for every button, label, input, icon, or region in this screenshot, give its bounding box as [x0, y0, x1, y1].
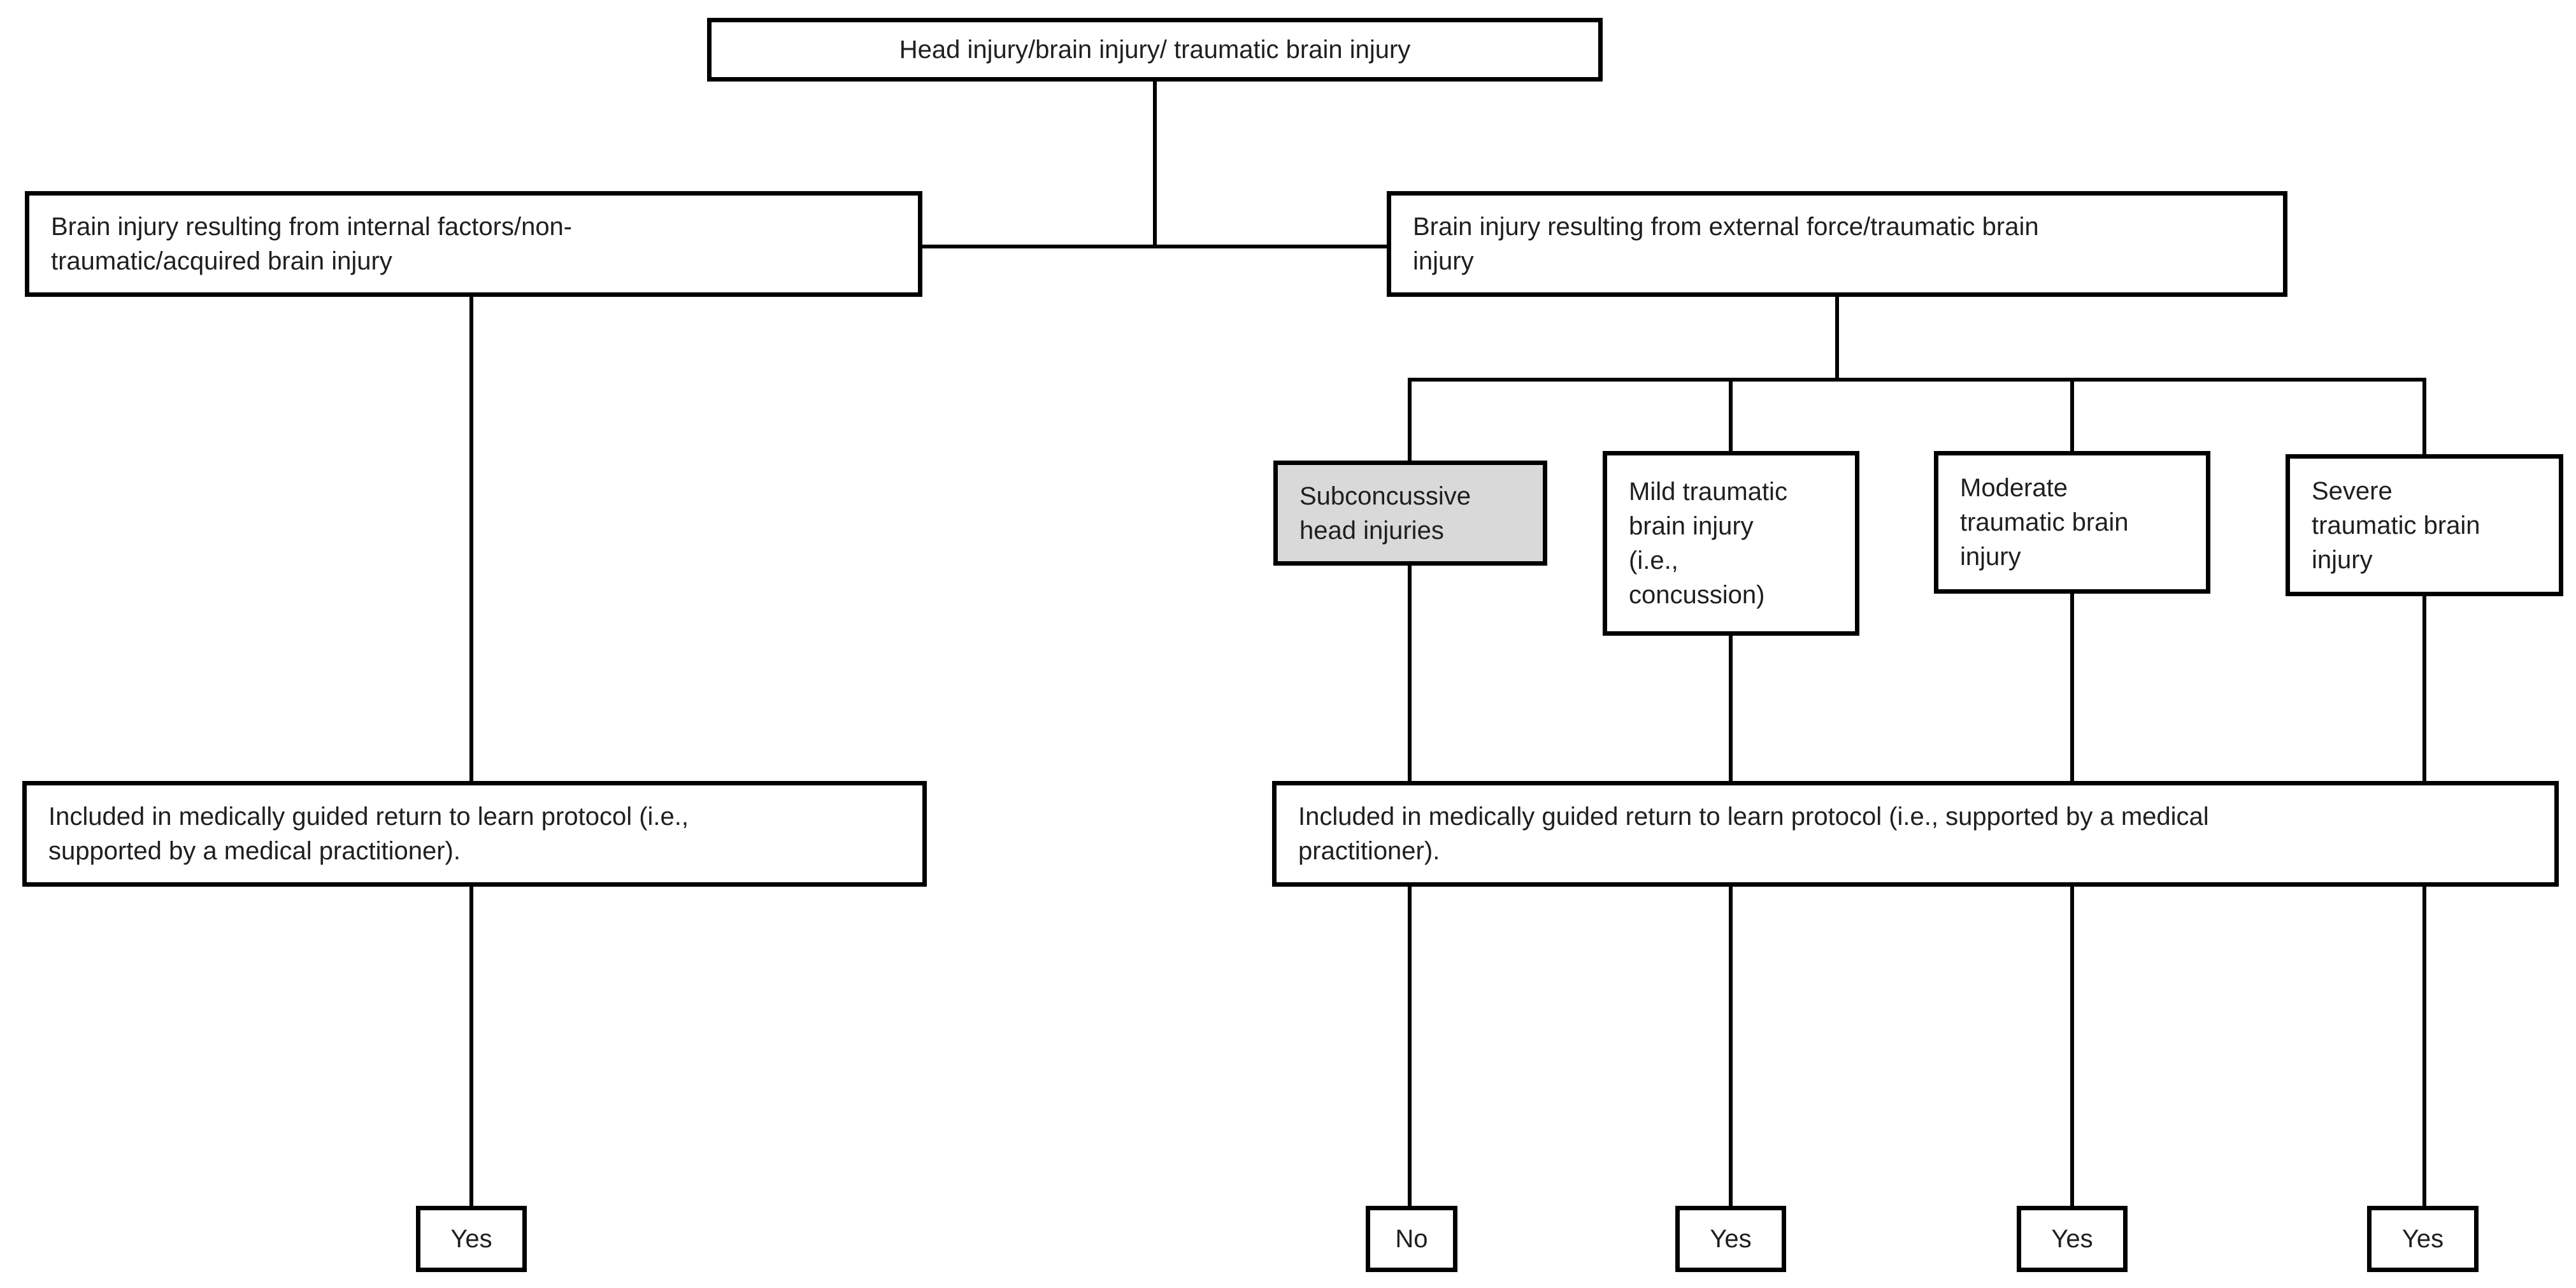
node-answer-subconcussive-no-label: No	[1395, 1225, 1428, 1253]
connector-mild-to-answer	[1729, 884, 1733, 1208]
node-mild-tbi: Mild traumatic brain injury (i.e., concu…	[1603, 451, 1859, 636]
node-protocol-internal-label: Included in medically guided return to l…	[48, 803, 689, 865]
connector-moderate-to-answer	[2070, 884, 2074, 1208]
node-protocol-external-label: Included in medically guided return to l…	[1298, 803, 2209, 865]
node-mild-tbi-label: Mild traumatic brain injury (i.e., concu…	[1629, 478, 1787, 609]
connector-top-horizontal	[922, 245, 1387, 248]
connector-severe-to-answer	[2422, 884, 2426, 1208]
node-answer-severe-yes-label: Yes	[2401, 1225, 2444, 1253]
connector-subconcussive-to-protocol	[1408, 564, 1412, 784]
node-answer-severe-yes: Yes	[2367, 1206, 2479, 1272]
node-head-injury: Head injury/brain injury/ traumatic brai…	[707, 18, 1603, 82]
node-protocol-internal: Included in medically guided return to l…	[22, 781, 927, 887]
node-external-brain-injury-label: Brain injury resulting from external for…	[1413, 213, 2039, 275]
node-subconcussive-label: Subconcussive head injuries	[1299, 482, 1471, 545]
connector-moderate-stub	[2070, 380, 2074, 454]
node-head-injury-label: Head injury/brain injury/ traumatic brai…	[899, 36, 1411, 64]
node-subconcussive: Subconcussive head injuries	[1273, 461, 1547, 566]
node-answer-internal-yes-label: Yes	[450, 1225, 492, 1253]
connector-external-vertical	[1835, 293, 1839, 382]
node-severe-tbi-label: Severe traumatic brain injury	[2312, 476, 2480, 574]
node-answer-mild-yes: Yes	[1675, 1206, 1786, 1272]
node-answer-internal-yes: Yes	[416, 1206, 527, 1272]
node-internal-brain-injury-label: Brain injury resulting from internal fac…	[51, 213, 573, 275]
connector-mild-to-protocol	[1729, 634, 1733, 784]
node-answer-mild-yes-label: Yes	[1710, 1225, 1752, 1253]
connector-severe-stub	[2422, 380, 2426, 458]
node-severe-tbi: Severe traumatic brain injury	[2286, 454, 2563, 596]
connector-subconcussive-to-answer	[1408, 884, 1412, 1208]
connector-internal-vertical	[469, 293, 473, 784]
node-moderate-tbi: Moderate traumatic brain injury	[1934, 451, 2210, 594]
connector-subconcussive-stub	[1408, 380, 1412, 464]
connector-severe-to-protocol	[2422, 594, 2426, 784]
connector-internal-to-answer	[469, 884, 473, 1208]
connector-moderate-to-protocol	[2070, 591, 2074, 784]
connector-mild-stub	[1729, 380, 1733, 454]
node-answer-moderate-yes: Yes	[2017, 1206, 2128, 1272]
node-answer-subconcussive-no: No	[1366, 1206, 1457, 1272]
connector-branch-horizontal	[1408, 378, 2426, 382]
node-answer-moderate-yes-label: Yes	[2051, 1225, 2093, 1253]
node-internal-brain-injury: Brain injury resulting from internal fac…	[25, 191, 922, 297]
node-protocol-external: Included in medically guided return to l…	[1272, 781, 2559, 887]
node-moderate-tbi-label: Moderate traumatic brain injury	[1960, 474, 2129, 571]
node-external-brain-injury: Brain injury resulting from external for…	[1387, 191, 2287, 297]
connector-trunk-vertical	[1153, 76, 1157, 248]
